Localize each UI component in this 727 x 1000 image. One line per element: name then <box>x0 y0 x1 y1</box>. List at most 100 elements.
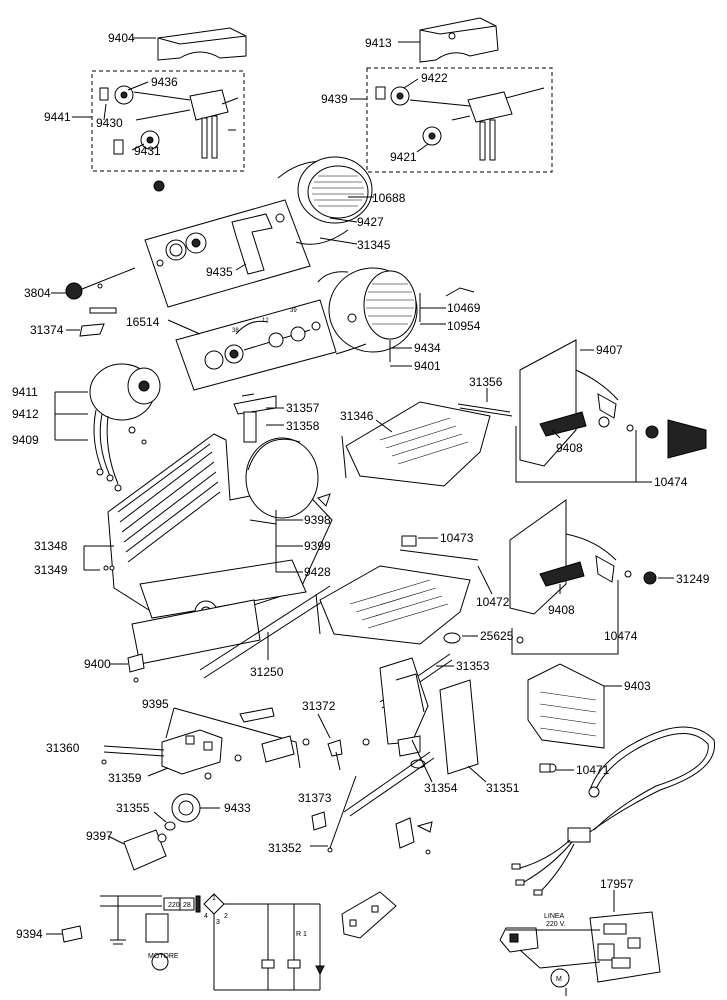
switch-kit-lines <box>173 707 301 769</box>
label-17957: 17957 <box>600 877 634 891</box>
label-9394: 9394 <box>16 927 43 941</box>
label-9399: 9399 <box>304 539 331 553</box>
label-10688: 10688 <box>372 191 406 205</box>
label-9398: 9398 <box>304 513 331 527</box>
schematic-28: 28 <box>183 902 191 909</box>
schematic-1: 1 <box>212 895 216 902</box>
label-16514: 16514 <box>126 315 160 329</box>
small-knob <box>153 180 165 192</box>
label-9408-upper: 9408 <box>556 441 583 455</box>
handle-knob-upper <box>626 419 707 459</box>
cover-part-right <box>419 17 499 63</box>
slicer-main-body <box>107 433 335 679</box>
bracket-31372 <box>327 739 343 771</box>
label-9439: 9439 <box>321 92 348 106</box>
label-9436: 9436 <box>151 75 178 89</box>
label-9411: 9411 <box>12 385 38 399</box>
schematic-4: 4 <box>204 913 208 920</box>
label-9431: 9431 <box>134 144 161 158</box>
sharpener-kit-box-16514 <box>175 299 337 391</box>
label-9435: 9435 <box>206 265 233 279</box>
label-9401: 9401 <box>414 359 441 373</box>
label-31357: 31357 <box>286 401 320 415</box>
label-31355: 31355 <box>116 801 150 815</box>
allen-key <box>445 287 475 297</box>
label-31250: 31250 <box>250 665 284 679</box>
blade-guard-assembly <box>317 267 418 355</box>
label-31359: 31359 <box>108 771 142 785</box>
label-9412: 9412 <box>12 407 39 421</box>
label-31346: 31346 <box>340 409 374 423</box>
label-9422: 9422 <box>421 71 448 85</box>
label-9441: 9441 <box>44 110 71 124</box>
sharpener-kit-box <box>144 199 311 308</box>
sharpener-kit-16514: 38 12 39 <box>204 308 321 370</box>
label-10473: 10473 <box>440 531 474 545</box>
power-cord <box>511 726 716 896</box>
label-9421: 9421 <box>390 150 417 164</box>
label-9404: 9404 <box>108 31 135 45</box>
label-9403: 9403 <box>624 679 651 693</box>
mechanism-left <box>99 85 239 159</box>
block-31373 <box>311 811 327 831</box>
label-31348: 31348 <box>34 539 68 553</box>
foot-9400 <box>127 653 145 683</box>
rod-31356 <box>457 403 511 413</box>
block-10473 <box>401 535 417 547</box>
label-10474-upper: 10474 <box>654 475 688 489</box>
label-9395: 9395 <box>142 697 169 711</box>
gear-9433 <box>171 793 201 823</box>
pusher-guard-lower <box>509 499 657 615</box>
block-part-31374 <box>79 323 105 337</box>
label-9413: 9413 <box>365 36 392 50</box>
label-9428: 9428 <box>304 565 331 579</box>
label-10469: 10469 <box>447 301 481 315</box>
wiring-schematic <box>100 893 325 991</box>
label-9397: 9397 <box>86 829 113 843</box>
clamp-part-31357 <box>233 393 277 443</box>
washer-31355 <box>164 821 176 831</box>
pusher-guard-upper <box>519 339 619 467</box>
label-3804: 3804 <box>24 286 51 300</box>
label-31354: 31354 <box>424 781 458 795</box>
carriage-tray-lower <box>315 565 471 645</box>
label-9427: 9427 <box>357 215 384 229</box>
schematic-r1: R 1 <box>296 931 307 938</box>
pcb-linea-label: LINEA <box>544 913 565 920</box>
label-31373: 31373 <box>298 791 332 805</box>
schematic-motor-label: MOTORE <box>148 953 179 960</box>
label-31360: 31360 <box>46 741 80 755</box>
label-9434: 9434 <box>414 341 441 355</box>
guard-9403 <box>527 663 605 749</box>
label-31349: 31349 <box>34 563 68 577</box>
washer-25625 <box>443 632 461 644</box>
label-31249: 31249 <box>676 572 710 586</box>
capacitor-9397 <box>123 829 167 871</box>
knob-10471 <box>539 763 557 773</box>
label-31353: 31353 <box>456 659 490 673</box>
mechanism-kit-box-right <box>366 67 553 173</box>
rod-10472 <box>399 549 479 561</box>
schematic-220: 220 <box>168 902 180 909</box>
switch-9394 <box>61 925 83 943</box>
svg-text:12: 12 <box>262 318 269 324</box>
label-10472: 10472 <box>476 595 510 609</box>
feed-knob <box>65 267 136 300</box>
schematic-3: 3 <box>216 919 220 926</box>
pcb-voltage-label: 220 V. <box>546 921 566 928</box>
label-25625: 25625 <box>480 629 514 643</box>
sharpener-assembly <box>156 213 285 275</box>
label-9409: 9409 <box>12 433 39 447</box>
control-pcb <box>499 911 661 996</box>
switch-assembly <box>161 707 310 780</box>
label-10954: 10954 <box>447 319 481 333</box>
cover-part-left <box>157 27 247 61</box>
label-9400: 9400 <box>84 657 111 671</box>
label-10471: 10471 <box>576 763 610 777</box>
svg-text:39: 39 <box>290 308 297 314</box>
circuit-board-part <box>341 891 397 939</box>
mechanism-right <box>375 86 545 161</box>
rod-31360 <box>101 745 165 765</box>
motor-unit <box>89 363 161 492</box>
